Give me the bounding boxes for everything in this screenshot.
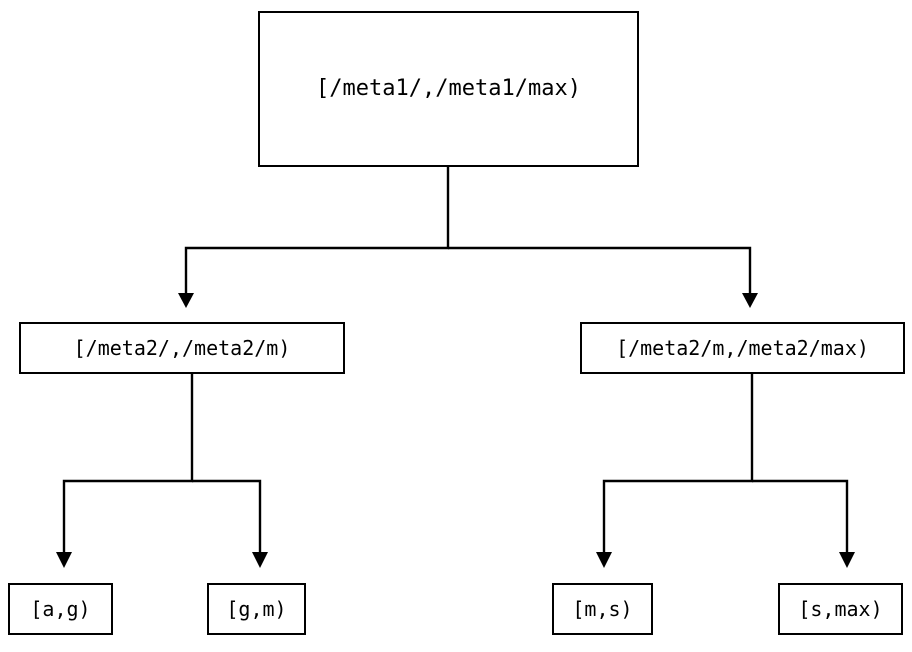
edge-mid-right-to-leaf-3 xyxy=(752,479,849,552)
tree-node-root-label: [/meta1/,/meta1/max) xyxy=(316,76,581,101)
tree-node-leaf-1-label: [g,m) xyxy=(226,597,287,621)
edge-mid-right-to-leaves-group xyxy=(596,374,855,568)
arrowhead-icon-mid-right xyxy=(742,293,758,308)
arrowhead-icon-leaf-3 xyxy=(839,552,855,568)
tree-node-mid-right[interactable]: [/meta2/m,/meta2/max) xyxy=(580,322,905,374)
edge-root-to-mid-group xyxy=(178,167,758,308)
tree-node-leaf-0[interactable]: [a,g) xyxy=(8,583,113,635)
arrowhead-icon-leaf-0 xyxy=(56,552,72,568)
arrowhead-icon-leaf-2 xyxy=(596,552,612,568)
edge-mid-right-to-leaf-2 xyxy=(602,374,754,552)
tree-node-leaf-2-label: [m,s) xyxy=(572,597,633,621)
tree-node-mid-left[interactable]: [/meta2/,/meta2/m) xyxy=(19,322,345,374)
edge-mid-left-to-leaves-group xyxy=(56,374,268,568)
tree-node-mid-right-label: [/meta2/m,/meta2/max) xyxy=(616,336,869,360)
tree-node-root[interactable]: [/meta1/,/meta1/max) xyxy=(258,11,639,167)
tree-node-leaf-3-label: [s,max) xyxy=(798,597,883,621)
edge-mid-left-to-leaf-0 xyxy=(62,374,194,552)
edge-mid-left-to-leaf-1 xyxy=(192,479,262,552)
tree-node-leaf-2[interactable]: [m,s) xyxy=(552,583,653,635)
tree-node-leaf-3[interactable]: [s,max) xyxy=(778,583,903,635)
edge-root-to-mid-right xyxy=(448,246,752,293)
tree-node-mid-left-label: [/meta2/,/meta2/m) xyxy=(73,336,291,360)
arrowhead-icon-mid-left xyxy=(178,293,194,308)
edge-root-to-mid-left xyxy=(184,167,450,293)
tree-node-leaf-1[interactable]: [g,m) xyxy=(207,583,306,635)
tree-node-leaf-0-label: [a,g) xyxy=(30,597,91,621)
arrowhead-icon-leaf-1 xyxy=(252,552,268,568)
